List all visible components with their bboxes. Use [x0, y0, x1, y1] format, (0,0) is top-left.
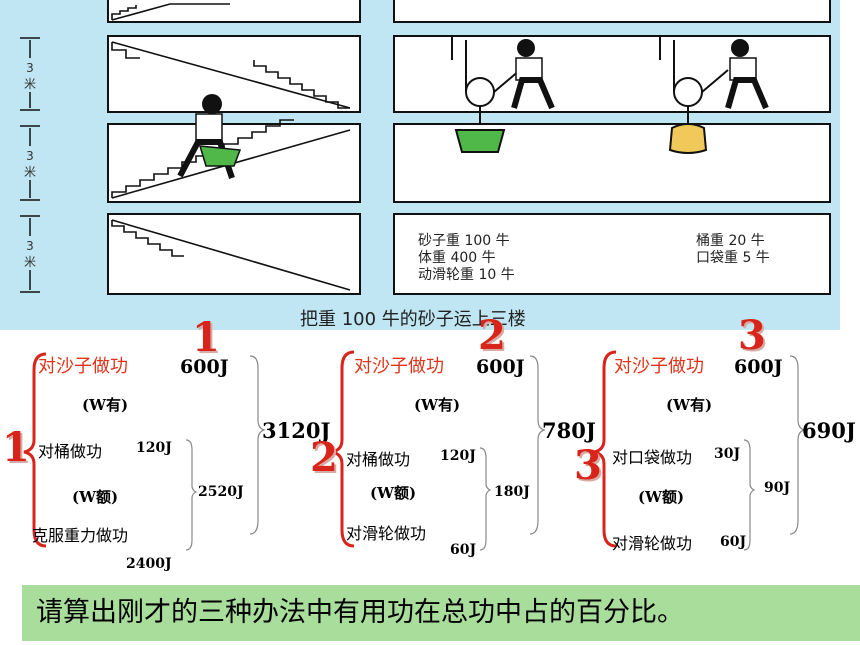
method-1-extra-total: 2520J: [198, 484, 244, 500]
method-3-total: 690J: [802, 418, 856, 443]
method-1-useful-label: 对沙子做功: [38, 356, 128, 377]
info-bag-weight: 口袋重 5 牛: [696, 250, 770, 266]
method-2-top-number: 2: [478, 312, 506, 359]
method-1-top-number: 1: [192, 314, 220, 361]
method-1-extra2-label: 克服重力做功: [32, 526, 129, 545]
pulley-left-figure: [451, 36, 521, 153]
method-1-useful-symbol: (W有): [82, 396, 129, 414]
method-3-top-number: 3: [738, 312, 766, 359]
method-2-useful-label: 对沙子做功: [354, 356, 444, 377]
method-3-useful-label: 对沙子做功: [614, 356, 704, 377]
method-1-side-number: 1: [2, 424, 30, 471]
floor-height-number: 3: [26, 149, 34, 163]
method-2-extra2-value: 60J: [450, 542, 477, 558]
floor-height-label-3: 3 米: [23, 60, 37, 92]
method-3-extra2-value: 60J: [720, 534, 747, 550]
height-arrows: [20, 37, 40, 293]
method-1-extra-symbol: (W额): [72, 488, 119, 506]
floor-height-label-1: 3 米: [23, 238, 37, 270]
info-body-weight: 体重 400 牛: [418, 250, 496, 266]
method-2-extra-symbol: (W额): [370, 484, 417, 502]
grey-braces: [185, 355, 806, 551]
method-2-extra1-label: 对桶做功: [346, 450, 411, 469]
method-3-extra2-label: 对滑轮做功: [612, 534, 693, 553]
method-3-extra1-value: 30J: [714, 446, 741, 462]
method-2-useful-symbol: (W有): [414, 396, 461, 414]
illustration-caption: 把重 100 牛的砂子运上三楼: [300, 309, 526, 330]
info-pulley-weight: 动滑轮重 10 牛: [418, 267, 515, 283]
method-3-extra-total: 90J: [764, 480, 791, 496]
floor-height-unit: 米: [23, 165, 36, 179]
method-3-useful-value: 600J: [734, 356, 783, 378]
method-2-extra-total: 180J: [494, 484, 530, 500]
method-3-useful-symbol: (W有): [666, 396, 713, 414]
info-bucket-weight: 桶重 20 牛: [696, 233, 765, 249]
worker-right-figure: [725, 39, 769, 110]
method-2-extra2-label: 对滑轮做功: [346, 524, 427, 543]
method-2-total: 780J: [542, 418, 596, 443]
method-3-side-number: 3: [574, 442, 602, 489]
method-3-extra1-label: 对口袋做功: [612, 448, 693, 467]
illustration-panel: 3 米 3 米 3 米 砂子重 100 牛 体重 400 牛 动滑轮重 10 牛…: [0, 0, 840, 330]
question-banner: 请算出刚才的三种办法中有用功在总功中占的百分比。: [22, 585, 860, 641]
method-1-total: 3120J: [262, 418, 331, 443]
method-1-useful-value: 600J: [180, 356, 229, 378]
info-sand-weight: 砂子重 100 牛: [418, 233, 510, 249]
floor-height-label-2: 3 米: [23, 148, 37, 180]
method-3-extra-symbol: (W额): [638, 488, 685, 506]
method-1-extra1-label: 对桶做功: [38, 442, 103, 461]
method-1-extra1-value: 120J: [136, 440, 172, 456]
floor-height-unit: 米: [23, 77, 36, 91]
building-illustration: [20, 0, 831, 295]
method-2-extra1-value: 120J: [440, 448, 476, 464]
floor-height-number: 3: [26, 61, 34, 75]
staircase-lines: [111, 3, 351, 291]
floor-height-unit: 米: [23, 255, 36, 269]
red-braces: [23, 350, 617, 548]
method-2-useful-value: 600J: [476, 356, 525, 378]
brace-graphics: [23, 350, 806, 551]
method-1-extra2-value: 2400J: [126, 556, 172, 572]
worker-left-figure: [511, 39, 555, 110]
method-2-side-number: 2: [310, 434, 338, 481]
pulley-right-figure: [659, 36, 729, 154]
floor-height-number: 3: [26, 239, 34, 253]
person-carrying-bucket-figure: [177, 94, 242, 179]
